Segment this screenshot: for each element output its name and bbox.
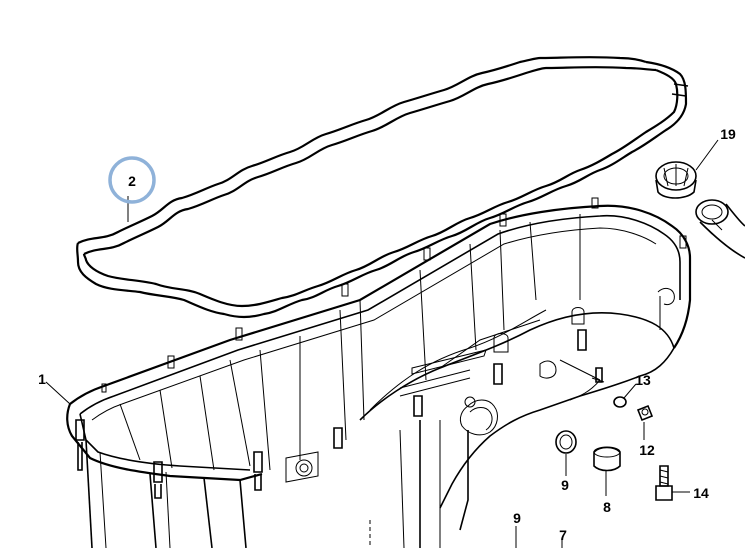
- o-ring-9[interactable]: [555, 430, 577, 454]
- oil-pan-gasket[interactable]: [76, 56, 689, 319]
- leader-lines: [45, 139, 719, 548]
- filler-tube[interactable]: [695, 199, 745, 259]
- callout-2[interactable]: 2: [128, 173, 136, 189]
- callout-8[interactable]: 8: [603, 499, 611, 515]
- rim-studs: [75, 197, 687, 499]
- callout-13[interactable]: 13: [635, 372, 651, 388]
- callout-9-lower[interactable]: 9: [513, 510, 521, 526]
- drain-plug-8[interactable]: [593, 446, 621, 472]
- washer-13[interactable]: [613, 396, 627, 408]
- callout-2-highlight-ring: [108, 156, 156, 204]
- plug-12[interactable]: [636, 404, 654, 422]
- callout-7[interactable]: 7: [559, 527, 567, 543]
- callout-19[interactable]: 19: [720, 126, 736, 142]
- filler-cap[interactable]: [655, 161, 697, 199]
- bolt-14[interactable]: [655, 465, 673, 501]
- oil-pan[interactable]: [66, 204, 692, 548]
- callout-14[interactable]: 14: [693, 485, 709, 501]
- callout-1[interactable]: 1: [38, 371, 46, 387]
- callout-12[interactable]: 12: [639, 442, 655, 458]
- callout-9-upper[interactable]: 9: [561, 477, 569, 493]
